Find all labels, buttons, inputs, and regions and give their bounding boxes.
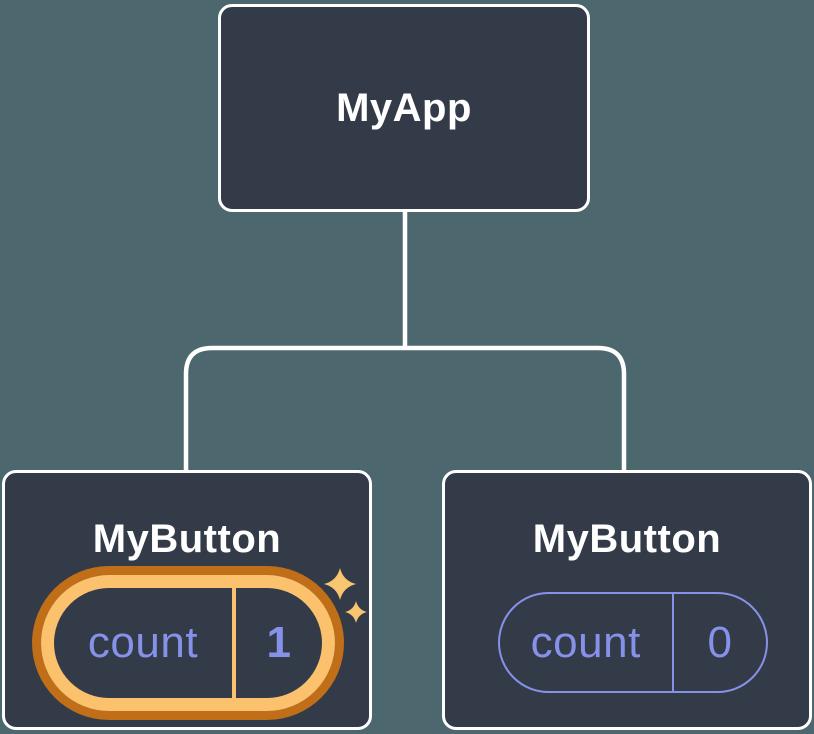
state-pill-divider — [232, 588, 236, 698]
node-mybutton-left: MyButton count 1 — [2, 470, 372, 730]
state-value-label: 0 — [707, 617, 733, 667]
node-mybutton-right: MyButton count 0 — [442, 470, 812, 730]
node-mybutton-left-label: MyButton — [92, 517, 282, 561]
state-name-cell: count — [500, 594, 672, 691]
sparkle-icon-large — [324, 568, 356, 600]
node-myapp-label: MyApp — [336, 85, 472, 130]
sparkle-icon-small — [345, 601, 367, 623]
state-name-label: count — [87, 618, 199, 667]
state-name-cell: count — [54, 588, 232, 698]
state-pill-divider — [671, 594, 674, 691]
state-pill-plain: count 0 — [498, 592, 768, 693]
state-name-label: count — [530, 617, 641, 667]
node-mybutton-right-label: MyButton — [532, 517, 722, 561]
state-pill-highlighted: count 1 — [41, 575, 335, 711]
state-value-cell: 0 — [674, 594, 766, 691]
state-value-label: 1 — [266, 618, 292, 667]
node-myapp: MyApp — [218, 4, 590, 212]
state-value-cell: 1 — [236, 588, 322, 698]
connector-branch — [183, 345, 627, 472]
